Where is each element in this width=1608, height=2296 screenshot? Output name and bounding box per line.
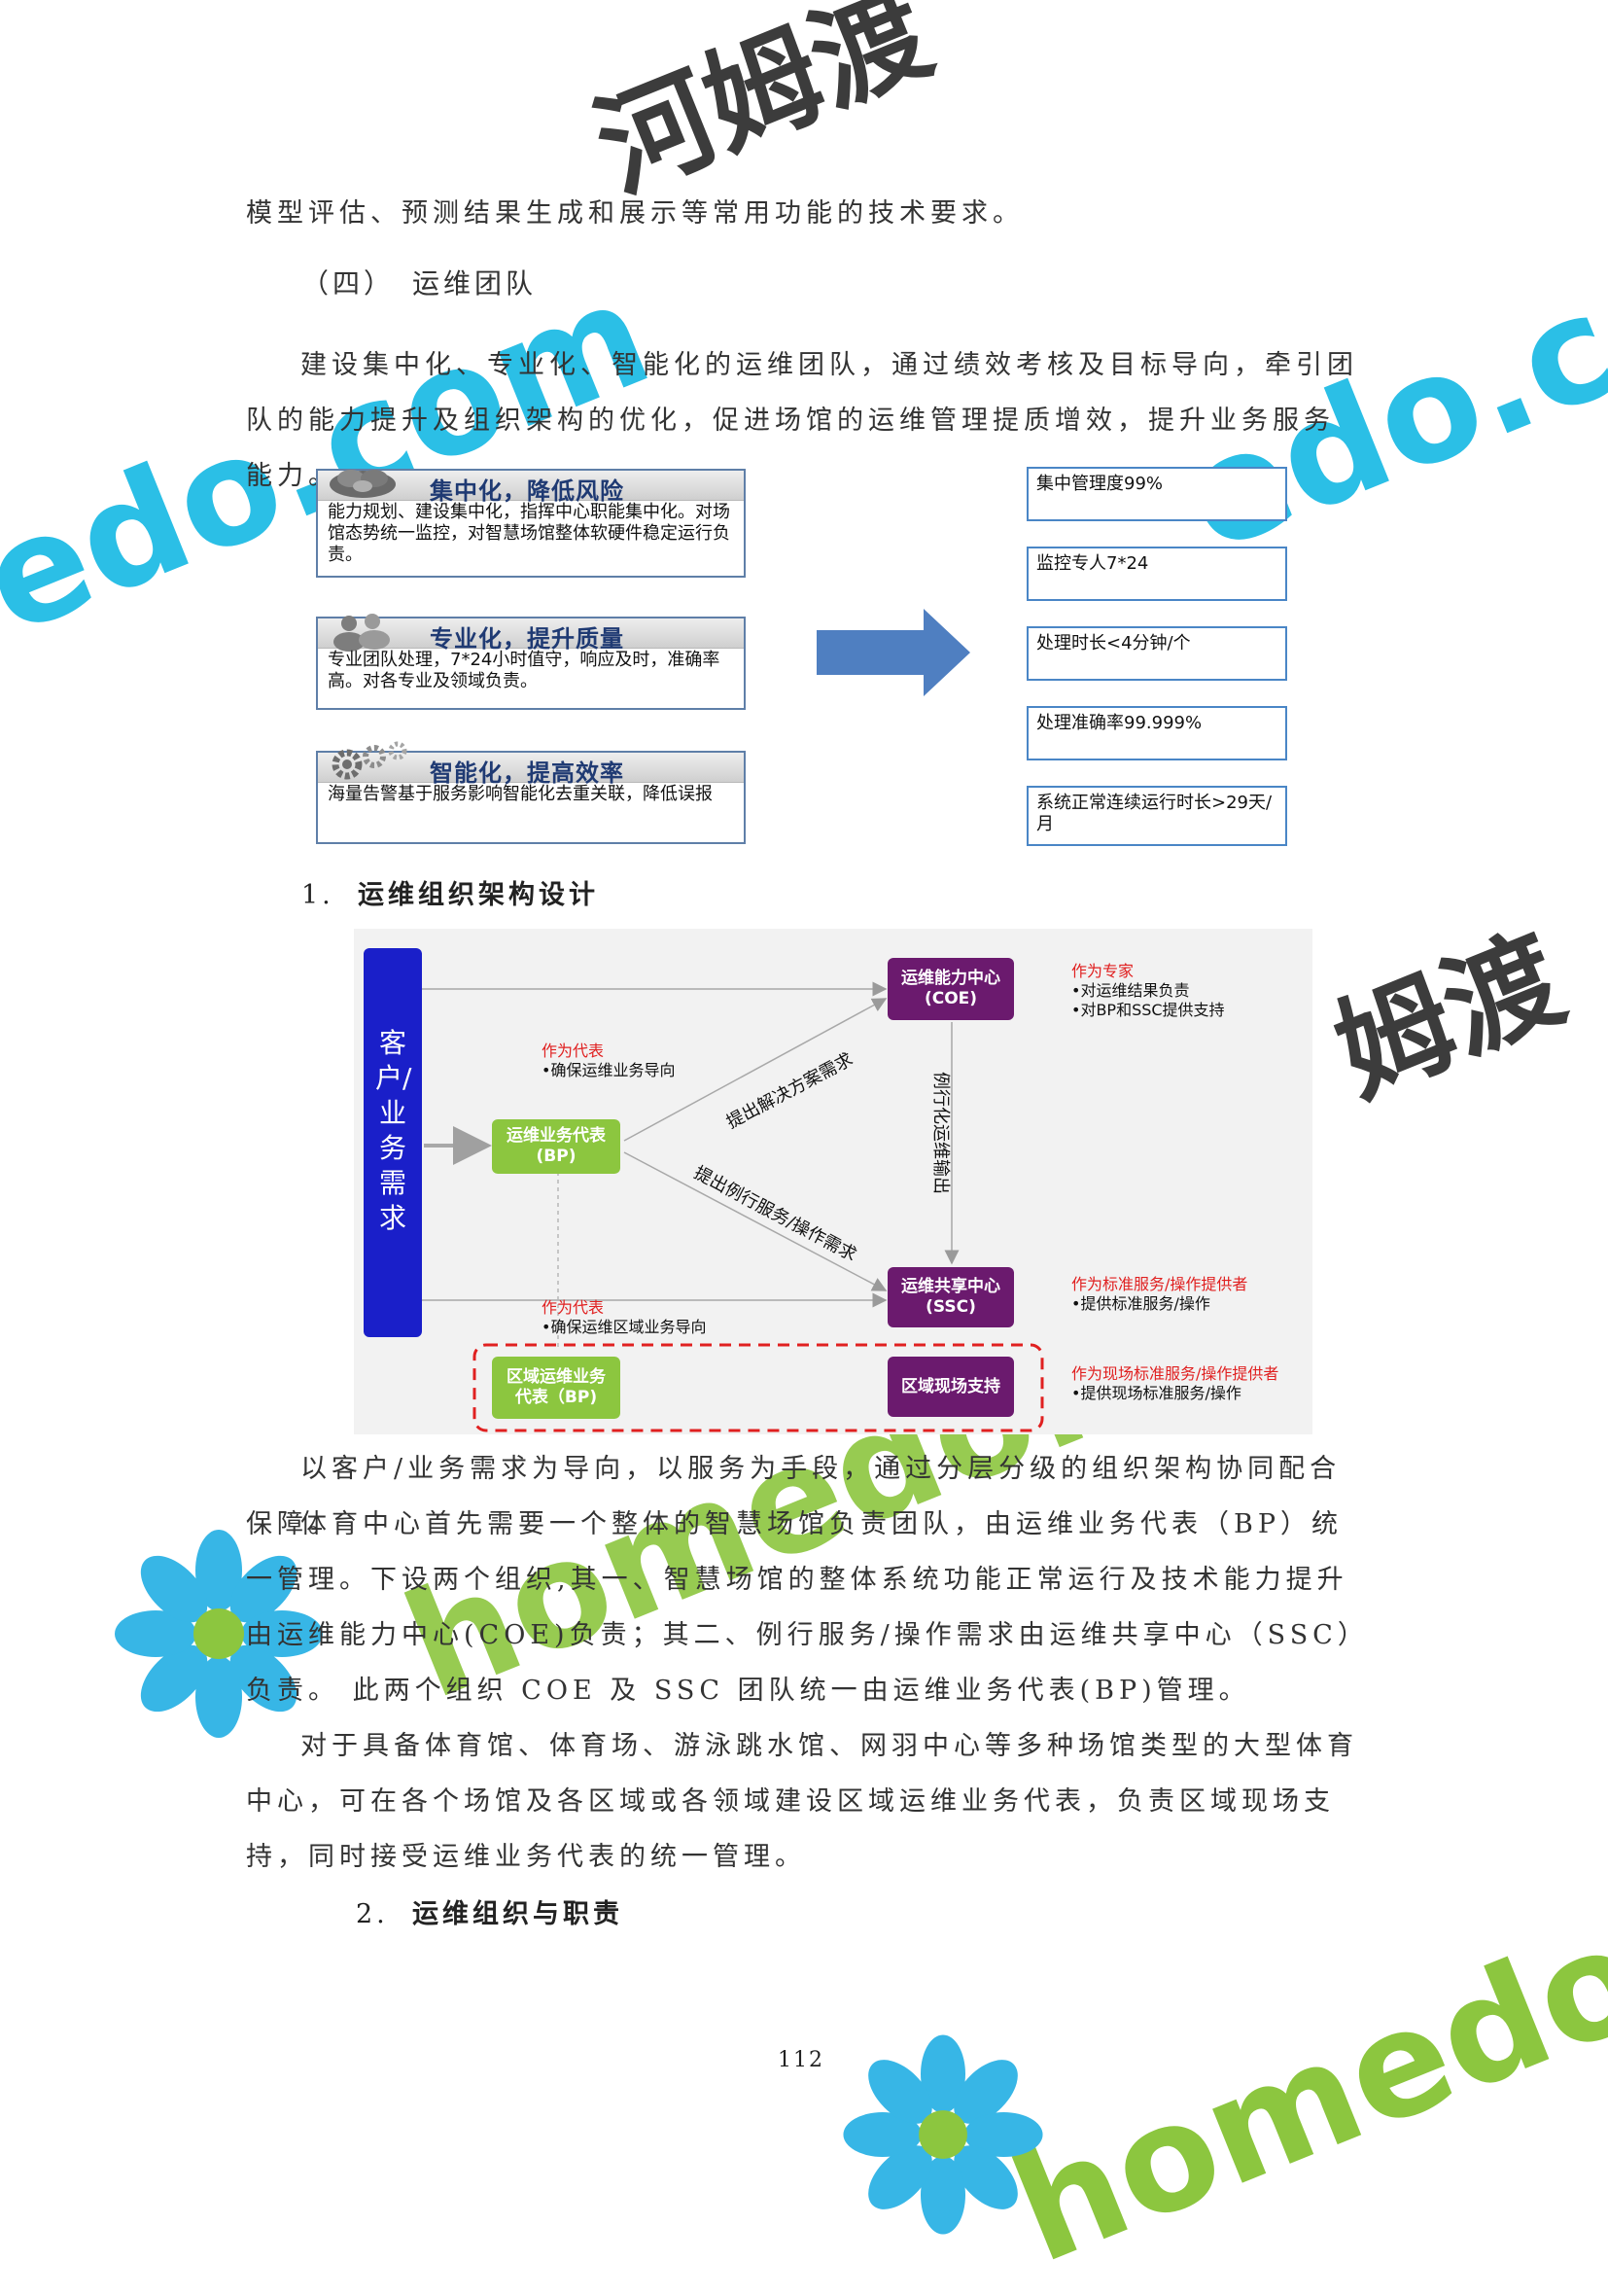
regional-dashed-frame [472,1343,1044,1432]
node-regional-support: 区域现场支持 [888,1357,1014,1417]
node-coe: 运维能力中心 (COE) [888,958,1014,1020]
kpi-box: 集中管理度99% [1027,467,1287,521]
site-role-title: 作为现场标准服务/操作提供者 [1071,1364,1279,1383]
subsection-1-heading: 1. 运维组织架构设计 [301,873,599,911]
node-regional-bp: 区域运维业务 代表（BP) [492,1357,620,1419]
ssc-role-detail: •提供标准服务/操作 [1071,1294,1210,1313]
edge-bp-coe [623,998,888,1142]
paragraph-a: 以客户/业务需求为导向，以服务为手段，通过分层分级的组织架构协同配合保障。 [246,1454,1342,1539]
coe-role-detail-1: •对运维结果负责 [1071,981,1190,1000]
pillar-body: 海量告警基于服务影响智能化去重关联，降低误报 [328,784,713,804]
pillar-title: 智能化，提高效率 [430,759,624,787]
edge-label-coe-ssc: 例行化运维输出 [930,1072,951,1194]
section-heading: （四） 运维团队 [301,267,538,300]
subsection-title: 运维组织与职责 [412,1899,623,1929]
regional-role-detail: •确保运维区域业务导向 [542,1318,707,1336]
watermark-homedo-bottom: homedo [992,1891,1608,2296]
pillar-centralization: 集中化，降低风险 能力规划、建设集中化，指挥中心职能集中化。对场馆态势统一监控，… [316,469,746,578]
pillar-body: 能力规划、建设集中化，指挥中心职能集中化。对场馆态势统一监控，对智慧场馆整体软硬… [328,502,730,565]
site-role-detail: •提供现场标准服务/操作 [1071,1384,1241,1402]
coe-role-title: 作为专家 [1071,962,1135,980]
edge-bp-ssc [623,1151,888,1291]
cloud-cluster-icon [330,470,396,498]
pillar-header-bar [318,753,744,783]
subsection-title: 运维组织架构设计 [358,880,599,910]
kpi-box: 系统正常连续运行时长>29天/月 [1027,786,1287,846]
node-bp: 运维业务代表 (BP) [492,1119,620,1174]
kpi-box: 处理准确率99.999% [1027,706,1287,760]
pillar-title: 专业化，提升质量 [430,625,624,653]
pillar-title: 集中化，降低风险 [430,477,624,505]
text-line-top: 模型评估、预测结果生成和展示等常用功能的技术要求。 [246,198,1024,229]
node-ssc: 运维共享中心 (SSC) [888,1267,1014,1327]
regional-role-title: 作为代表 [542,1298,605,1317]
intro-paragraph: 建设集中化、专业化、智能化的运维团队，通过绩效考核及目标导向，牵引团队的能力提升… [246,350,1358,491]
coe-role-detail-2: •对BP和SSC提供支持 [1071,1001,1225,1019]
flower-logo-mid [115,1530,323,1738]
pillar-specialization: 专业化，提升质量 专业团队处理，7*24小时值守，响应及时，准确率高。对各专业及… [316,614,746,710]
paragraph-c: 对于具备体育馆、体育场、游泳跳水馆、网羽中心等多种场馆类型的大型体育中心，可在各… [246,1731,1358,1872]
page-number: 112 [778,2048,824,2072]
pillar-header-bar [318,618,744,649]
customer-demand-label: 客户/业务需求 [375,1027,412,1234]
bp-role-title: 作为代表 [542,1042,605,1060]
watermark-hemudu-mid: 姆渡 [1317,910,1581,1121]
customer-demand-bar [364,948,422,1337]
org-chart-connectors [422,981,1044,1432]
subsection-number: 2. [356,1899,389,1929]
subsection-number: 1. [301,880,334,910]
org-chart: 客户/业务需求 运维业务代表 (BP) 运维能力中心 (COE) 运维共享中心 … [354,929,1312,1434]
gears-icon [332,741,407,780]
flower-logo-bottom [843,2034,1043,2235]
kpi-box: 监控专人7*24 [1027,547,1287,601]
people-group-icon [333,614,390,652]
kpi-box: 处理时长<4分钟/个 [1027,626,1287,681]
right-arrow-icon [817,609,970,696]
ssc-role-title: 作为标准服务/操作提供者 [1071,1275,1248,1293]
bp-role-detail: •确保运维业务导向 [542,1061,676,1079]
pillar-intelligence: 智能化，提高效率 海量告警基于服务影响智能化去重关联，降低误报 [316,741,746,844]
paragraph-b: 体育中心首先需要一个整体的智慧场馆负责团队，由运维业务代表（BP）统一管理。下设… [246,1509,1356,1706]
pillar-body: 专业团队处理，7*24小时值守，响应及时，准确率高。对各专业及领域负责。 [328,650,720,691]
subsection-2-heading: 2. 运维组织与职责 [356,1892,623,1930]
